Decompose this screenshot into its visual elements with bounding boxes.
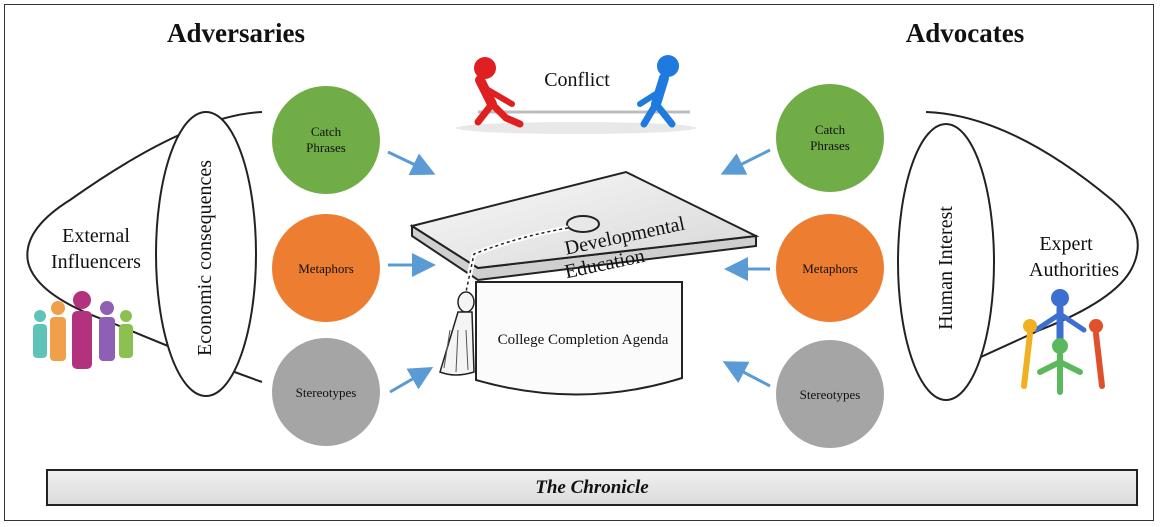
right-outer-megaphone (925, 111, 1139, 383)
people-circle-icon (1021, 289, 1105, 395)
right-circle-metaphors: Metaphors (776, 214, 884, 322)
circle-label: Catch (311, 124, 342, 139)
circle-label: Metaphors (298, 261, 354, 276)
conflict-label: Conflict (544, 69, 610, 91)
circle-label: Catch (815, 122, 846, 137)
circle-label: Stereotypes (800, 387, 861, 402)
tug-of-war-icon (456, 55, 696, 134)
arrow-right-bottom (722, 361, 771, 388)
left-circle-metaphors: Metaphors (272, 214, 380, 322)
blue-figure-icon (637, 55, 679, 128)
circle-label: Stereotypes (296, 385, 357, 400)
left-inner-label: Economic consequences (194, 160, 216, 356)
left-inner-ellipse (155, 111, 257, 397)
right-outer-label-line1: Expert (1039, 233, 1093, 255)
arrow-right-top (720, 148, 771, 175)
graduation-cap-icon (409, 170, 760, 396)
arrows (387, 148, 771, 394)
left-outer-label-line2: Influencers (51, 251, 141, 273)
circle-label: Phrases (810, 138, 850, 153)
circle-label: Phrases (306, 140, 346, 155)
right-outer-label-line2: Authorities (1029, 259, 1119, 281)
left-outer-label-line1: External (62, 225, 130, 247)
cap-base-label: College Completion Agenda (498, 332, 669, 348)
right-circle-catch-phrases: Catch Phrases (776, 84, 884, 192)
circle-label: Metaphors (802, 261, 858, 276)
heading-advocates: Advocates (906, 18, 1024, 48)
left-circle-stereotypes: Stereotypes (272, 338, 380, 446)
red-figure-icon (474, 57, 524, 128)
right-inner-label: Human Interest (935, 206, 957, 330)
arrow-left-bottom (389, 366, 434, 394)
right-circle-stereotypes: Stereotypes (776, 340, 884, 448)
footer-bar: The Chronicle (46, 469, 1138, 506)
heading-adversaries: Adversaries (167, 18, 305, 48)
arrow-left-top (387, 150, 436, 176)
people-group-icon (33, 291, 133, 369)
left-circle-catch-phrases: Catch Phrases (272, 86, 380, 194)
right-inner-ellipse (897, 123, 995, 401)
footer-label: The Chronicle (535, 476, 649, 498)
